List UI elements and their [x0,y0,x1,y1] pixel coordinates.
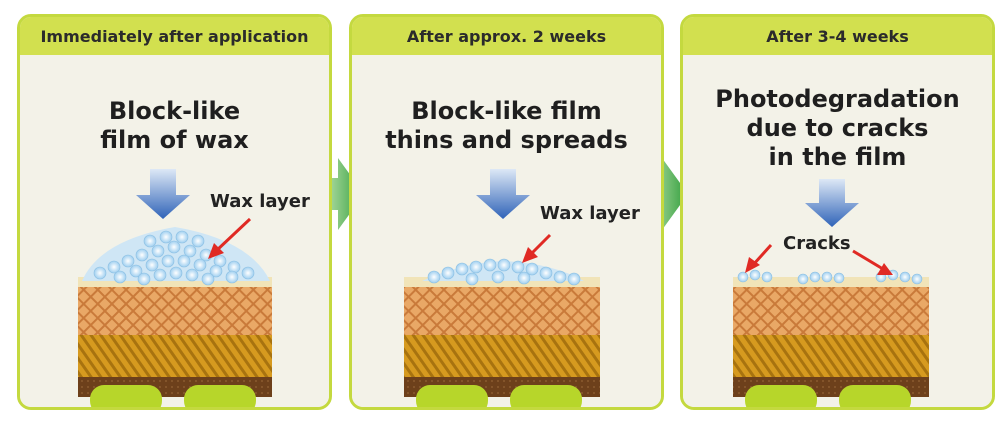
stage-panel-2: After approx. 2 weeks Block-like film th… [349,14,664,410]
pointer-arrow-icon [745,243,773,273]
stage-body: Block-like film thins and spreads [352,55,661,407]
cracks-label: Cracks [783,233,851,254]
down-arrow-icon [476,169,530,219]
leaf-cross-section-illustration [78,169,272,407]
stage-header: After approx. 2 weeks [352,17,661,55]
stage-title: Block-like film thins and spreads [385,97,628,154]
transition-arrow-1 [316,158,364,230]
stage-title: Photodegradation due to cracks in the fi… [715,85,960,171]
stage-body: Block-like film of wax [20,55,329,407]
stage-title: Block-like film of wax [100,97,249,154]
stage-panel-1: Immediately after application Block-like… [17,14,332,410]
pointer-arrow-icon [522,233,552,263]
pointer-arrow-icon [852,249,893,275]
down-arrow-icon [805,179,859,227]
stage-panel-3: After 3-4 weeks Photodegradation due to … [680,14,995,410]
leaf-cross-section-illustration [733,179,929,407]
transition-arrow-2 [640,158,688,230]
stage-body: Photodegradation due to cracks in the fi… [683,55,992,407]
stage-header: After 3-4 weeks [683,17,992,55]
wax-layer-label: Wax layer [210,191,310,212]
leaf-cross-section-illustration [404,169,600,407]
pointer-arrow-icon [208,217,252,259]
wax-layer-label: Wax layer [540,203,640,224]
down-arrow-icon [136,169,190,219]
stage-header: Immediately after application [20,17,329,55]
